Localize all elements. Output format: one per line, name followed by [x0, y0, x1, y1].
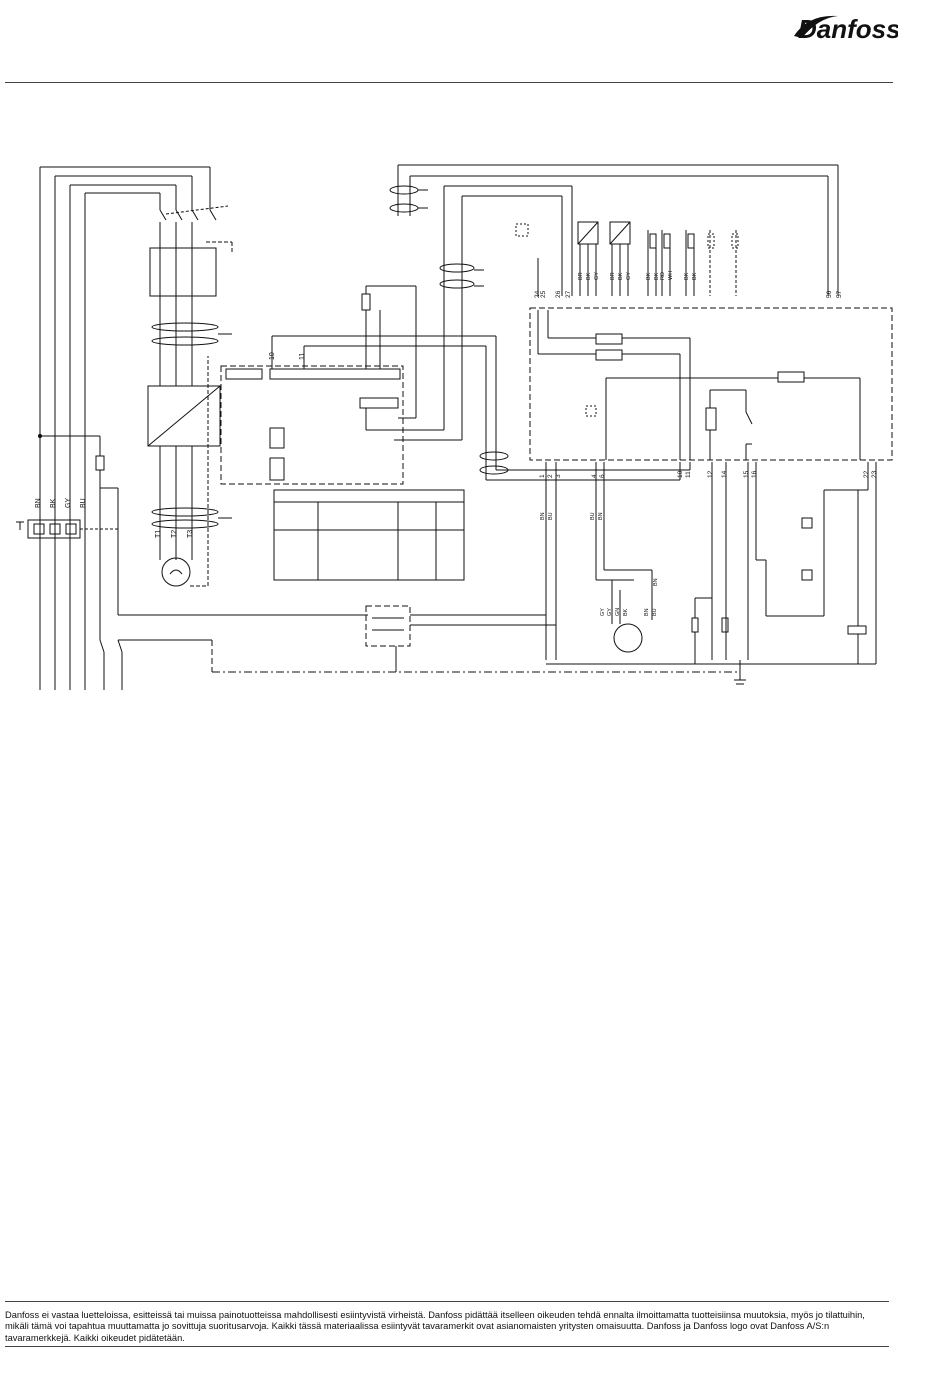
svg-text:16: 16 — [751, 470, 758, 478]
sensor-wire-label: BK — [684, 272, 690, 280]
sensor-wire-label: BK — [586, 272, 592, 280]
sensor-wire-label: BR — [578, 272, 584, 280]
wiring-diagram: T1 T2 T3 BN BK GY BU 10 11 — [16, 164, 893, 690]
terminal-strip-e — [269, 457, 285, 481]
fan-wire-label: BN — [540, 512, 546, 520]
heater-2 — [721, 617, 729, 633]
svg-text:BN: BN — [35, 498, 42, 508]
svg-text:23: 23 — [871, 470, 878, 478]
svg-text:4: 4 — [591, 474, 598, 478]
svg-text:11: 11 — [299, 353, 306, 360]
mains-supply — [39, 166, 229, 690]
svg-text:25: 25 — [540, 290, 547, 298]
motor-symbol — [161, 557, 191, 587]
terminal-strip-b — [269, 368, 401, 380]
svg-text:T2: T2 — [171, 530, 178, 538]
svg-text:GY: GY — [65, 498, 72, 508]
controller-outline — [529, 307, 893, 461]
svg-text:12: 12 — [707, 470, 714, 478]
sensor-wire-label: RD — [660, 272, 666, 280]
logo-text: Danfoss — [798, 14, 898, 44]
potentiometer — [361, 293, 371, 311]
footer-disclaimer: Danfoss ei vastaa luetteloissa, esitteis… — [5, 1310, 865, 1343]
fan-wire-label: GN — [615, 608, 621, 616]
svg-text:14: 14 — [721, 470, 728, 478]
fan-wire-label: BU — [652, 608, 658, 616]
relay-2 — [595, 349, 623, 361]
sensor-wire-label: WH — [668, 271, 674, 280]
fan-wire-label: BK — [623, 608, 629, 616]
switch-1 — [801, 517, 813, 529]
fan-wire-label: GY — [600, 608, 606, 616]
fan-wire-label: BU — [548, 512, 554, 520]
danfoss-logo: Danfoss — [794, 14, 898, 44]
sensor-wire-label: GY — [594, 272, 600, 280]
svg-text:15: 15 — [743, 470, 750, 478]
sensor-wire-label: BK — [618, 272, 624, 280]
fan-wire-label: GY — [607, 608, 613, 616]
fan-wire-label: BU — [590, 512, 596, 520]
fan-motor — [613, 623, 643, 653]
terminal-strip-a — [225, 368, 263, 380]
footer-divider-bottom — [5, 1346, 889, 1347]
rfi-filter — [149, 247, 217, 297]
frequency-converter — [147, 385, 221, 447]
sensor-wire-label: BK — [692, 272, 698, 280]
temp-sensor-4 — [707, 233, 715, 249]
svg-text:27: 27 — [565, 290, 572, 298]
svg-text:T3: T3 — [187, 530, 194, 538]
relay-3 — [777, 371, 805, 383]
svg-text:11: 11 — [685, 471, 692, 478]
fuse — [95, 455, 105, 471]
svg-text:57: 57 — [836, 290, 843, 298]
alarm-relay — [847, 625, 867, 635]
legend-table — [273, 489, 465, 581]
fan-wire-label: BN — [644, 608, 650, 616]
svg-text:BU: BU — [80, 498, 87, 508]
svg-text:BK: BK — [50, 498, 57, 508]
sensor-wire-label: BR — [610, 272, 616, 280]
footer-divider-top — [5, 1301, 889, 1302]
svg-text:3: 3 — [555, 474, 562, 478]
terminal-strip-d — [269, 427, 285, 449]
sensor-wire-label: BK — [654, 272, 660, 280]
terminal-strip-c — [359, 397, 399, 409]
relay-4 — [705, 407, 717, 431]
svg-text:26: 26 — [555, 290, 562, 298]
svg-text:1: 1 — [539, 474, 546, 478]
svg-text:56: 56 — [826, 290, 833, 298]
svg-text:6: 6 — [599, 474, 606, 478]
temp-sensor-3 — [687, 233, 695, 249]
supply-terminal-block — [27, 519, 81, 539]
temp-sensor-2 — [663, 233, 671, 249]
header-divider — [5, 82, 893, 83]
fan-wire-label: BN — [653, 578, 659, 586]
svg-text:22: 22 — [863, 470, 870, 478]
heater-1 — [691, 617, 699, 633]
sensor-wire-label: GY — [626, 272, 632, 280]
external-switch — [515, 223, 529, 237]
svg-text:10: 10 — [677, 470, 684, 478]
fan-wire-label: BN — [598, 512, 604, 520]
temp-sensor-5 — [731, 233, 739, 249]
temp-sensor-1 — [649, 233, 657, 249]
switch-2 — [801, 569, 813, 581]
relay-1 — [595, 333, 623, 345]
emc-filter-box — [365, 605, 411, 647]
svg-text:T1: T1 — [155, 530, 162, 538]
control-card-outline — [220, 365, 404, 485]
sensor-wire-label: BK — [646, 272, 652, 280]
svg-text:2: 2 — [547, 474, 554, 478]
